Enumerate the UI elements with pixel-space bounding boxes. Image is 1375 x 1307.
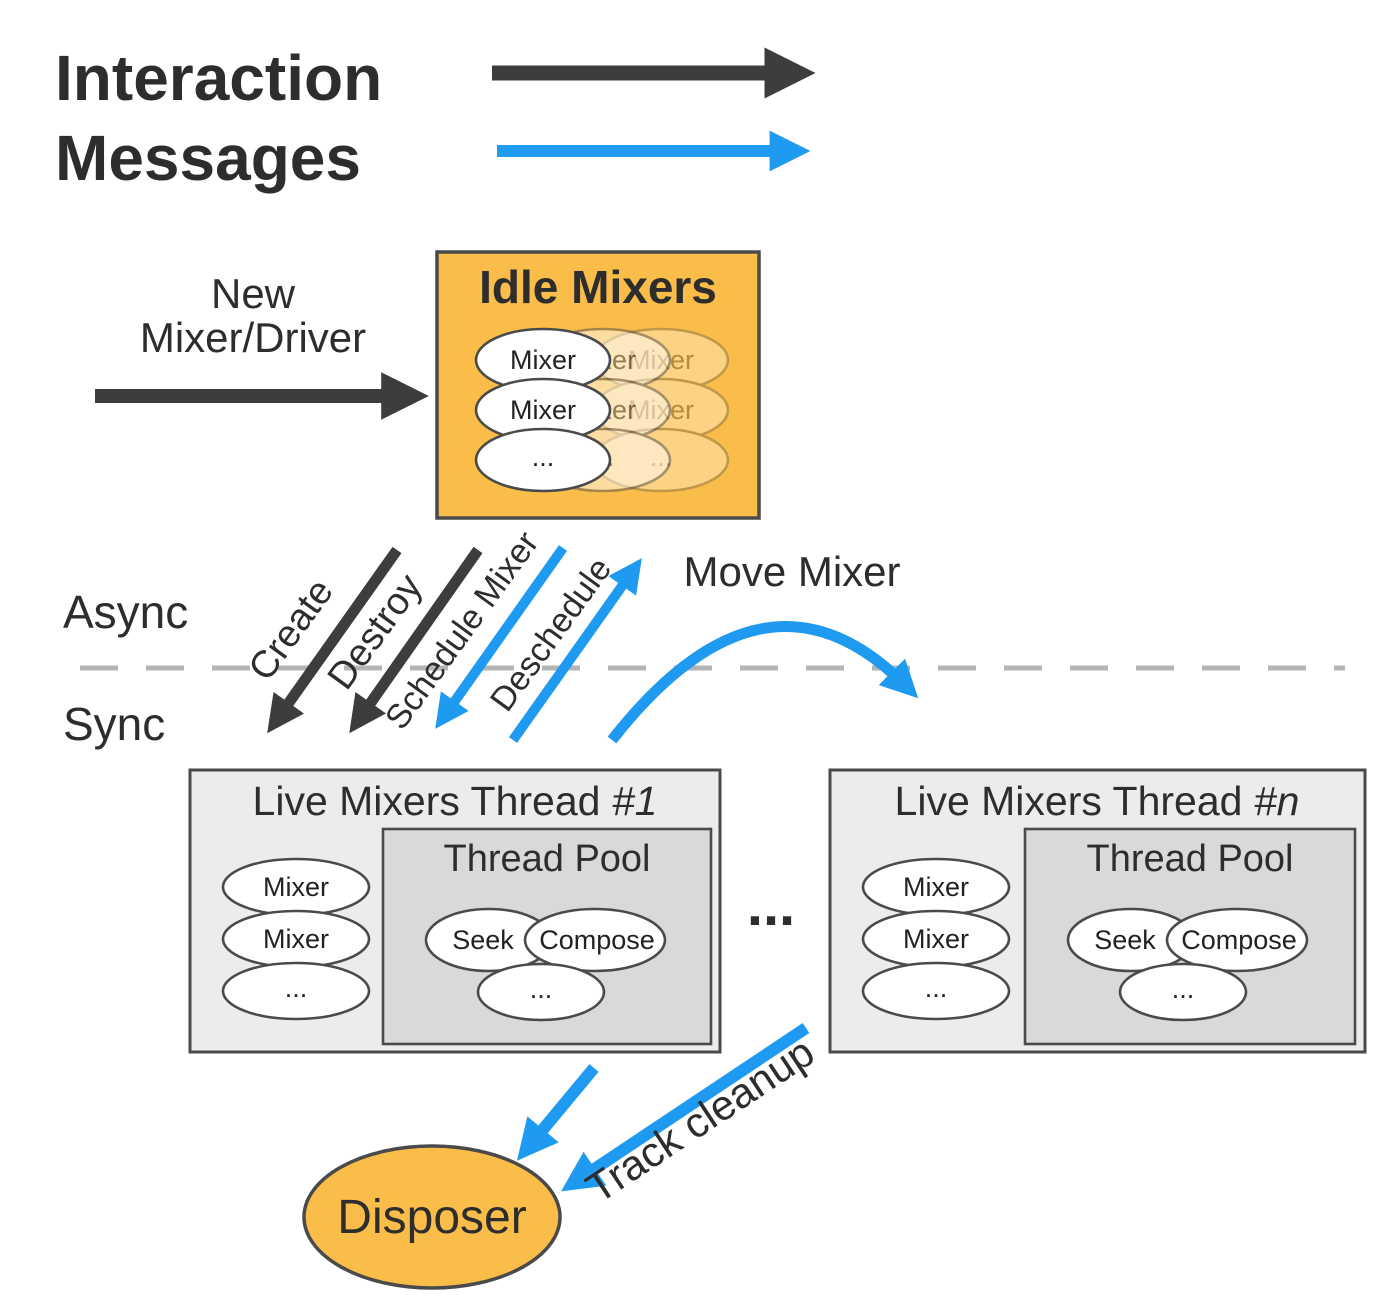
create-arrow — [267, 546, 402, 734]
track-cleanup-arrow — [561, 1023, 810, 1192]
mixer-ellipse — [474, 427, 612, 493]
destroy-arrow — [349, 546, 483, 734]
between-threads-ellipsis: ... — [747, 873, 795, 938]
live-thread-n: Live Mixers Thread #n Mixer Mixer ... Th… — [828, 768, 1367, 1054]
compose-label: Compose — [1181, 925, 1297, 955]
mixer-label: Mixer — [263, 924, 329, 954]
mixer-label: ... — [532, 442, 555, 472]
ghost-mixer-label: ... — [650, 442, 673, 472]
mixer-label: Mixer — [903, 872, 969, 902]
pool-ellipsis-ellipse — [476, 962, 606, 1022]
live-thread-1-title: Live Mixers Thread #1 — [253, 778, 658, 824]
legend-messages-label: Messages — [55, 122, 361, 194]
schedule-mixer-arrow — [435, 545, 568, 729]
seek-label: Seek — [1094, 925, 1156, 955]
track-cleanup-label: Track cleanup — [578, 1028, 823, 1212]
legend-interaction-label: Interaction — [55, 42, 382, 114]
disposer-label: Disposer — [337, 1191, 526, 1244]
disposer-ellipse — [302, 1144, 562, 1290]
move-mixer-label: Move Mixer — [683, 548, 900, 595]
compose-ellipse — [523, 907, 667, 973]
ghost-mixer-label: Mixer — [628, 395, 694, 425]
mixer-label: Mixer — [263, 872, 329, 902]
move-mixer-arrow — [607, 621, 919, 744]
new-mixer-label-line2: Mixer/Driver — [140, 314, 366, 361]
compose-ellipse — [1165, 907, 1309, 973]
thread-pool-title: Thread Pool — [1086, 838, 1293, 880]
new-mixer-label-line1: New — [211, 270, 296, 317]
sync-label: Sync — [63, 698, 165, 750]
idle-mixers-title: Idle Mixers — [479, 261, 717, 313]
ghost-mixer-stack: Mixer Mixer ... — [592, 327, 730, 493]
live-thread-1: Live Mixers Thread #1 Mixer Mixer ... Th… — [188, 768, 722, 1054]
idle-mixer-stack: Mixer Mixer ... — [474, 327, 612, 493]
compose-label: Compose — [539, 925, 655, 955]
deschedule-arrow — [508, 558, 642, 743]
seek-label: Seek — [452, 925, 514, 955]
thread-title-prefix: Live Mixers Thread — [253, 778, 612, 824]
live-thread-n-title: Live Mixers Thread #n — [895, 778, 1300, 824]
pool-ellipsis-label: ... — [1172, 974, 1195, 1004]
thread-title-prefix: Live Mixers Thread — [895, 778, 1254, 824]
pool-ellipsis-label: ... — [530, 974, 553, 1004]
ghost-mixer-label: Mixer — [628, 345, 694, 375]
thread-title-number: #1 — [612, 778, 658, 824]
mixer-ellipse — [221, 961, 371, 1021]
mixer-label: ... — [925, 973, 948, 1003]
mixer-ellipse — [861, 961, 1011, 1021]
async-label: Async — [63, 586, 188, 638]
mixer-label: ... — [285, 973, 308, 1003]
dispose-arrow — [516, 1064, 599, 1161]
mixer-label: Mixer — [510, 395, 576, 425]
mixer-label: Mixer — [903, 924, 969, 954]
thread-pool-title: Thread Pool — [443, 838, 650, 880]
thread-title-number: #n — [1254, 778, 1300, 824]
pool-ellipsis-ellipse — [1118, 962, 1248, 1022]
mixer-label: Mixer — [510, 345, 576, 375]
